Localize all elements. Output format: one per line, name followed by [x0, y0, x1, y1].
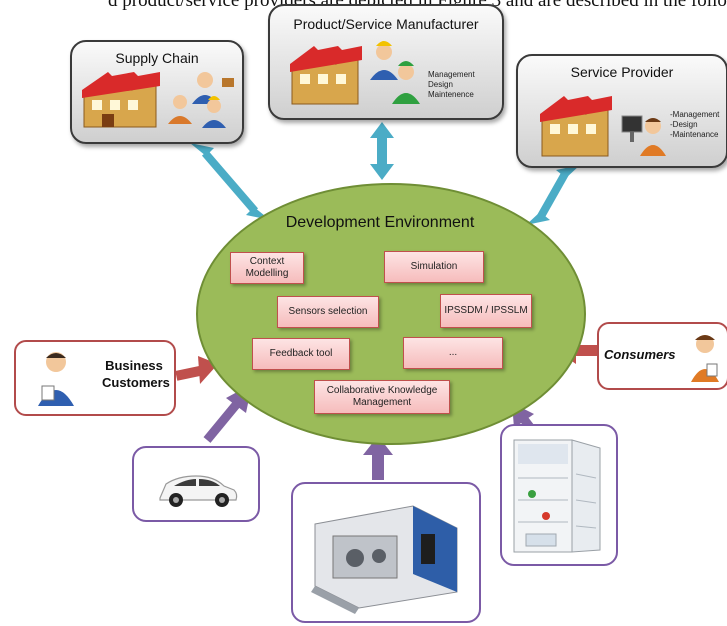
factory-engineers-icon — [290, 41, 420, 105]
module-sensors-selection: Sensors selection — [277, 296, 379, 328]
supply-chain-title: Supply Chain — [115, 50, 199, 66]
arrow-supply-chain — [190, 143, 270, 220]
arrow-machine — [363, 436, 393, 480]
car-box — [132, 446, 260, 522]
refrigerator-box — [500, 424, 618, 566]
consumers-box: Consumers — [597, 322, 727, 390]
factory-workers-icon — [82, 72, 234, 128]
supply-chain-box: Supply Chain — [70, 40, 244, 144]
business-customers-label: Business Customers — [102, 358, 170, 390]
note-line: Design — [428, 80, 453, 89]
service-provider-box: Service Provider -Management -Design -Ma… — [516, 54, 727, 168]
development-environment-title: Development Environment — [285, 214, 475, 231]
manufacturer-box: Product/Service Manufacturer Management … — [268, 4, 504, 120]
arrow-service-provider — [526, 165, 580, 225]
note-line: Management — [428, 70, 475, 79]
service-provider-title: Service Provider — [570, 64, 674, 80]
manufacturer-notes: Management Design Maintenence — [428, 70, 475, 100]
note-line: Maintenence — [428, 90, 474, 99]
business-customer-icon — [38, 352, 74, 406]
note-line: -Design — [670, 120, 698, 129]
refrigerator-icon — [513, 439, 601, 553]
module-simulation: Simulation — [384, 251, 484, 283]
manufacturer-title: Product/Service Manufacturer — [293, 16, 479, 32]
module-context-modelling: Context Modelling — [230, 252, 304, 284]
module-feedback-tool: Feedback tool — [252, 338, 350, 370]
car-icon — [159, 475, 238, 507]
machine-box — [291, 482, 481, 623]
module-ipssdm-ipsslm: IPSSDM / IPSSLM — [440, 294, 532, 328]
consumer-icon — [691, 335, 719, 382]
module-collaborative-knowledge: Collaborative Knowledge Management — [314, 380, 450, 414]
module-more: ... — [403, 337, 503, 369]
note-line: -Management — [670, 110, 720, 119]
factory-operator-icon — [540, 96, 666, 157]
service-provider-notes: -Management -Design -Maintenance — [670, 110, 719, 140]
arrow-manufacturer — [370, 122, 394, 180]
business-customers-box: Business Customers — [14, 340, 176, 416]
machine-tool-icon — [311, 505, 458, 614]
note-line: -Maintenance — [670, 130, 719, 139]
consumers-label: Consumers — [604, 347, 676, 362]
